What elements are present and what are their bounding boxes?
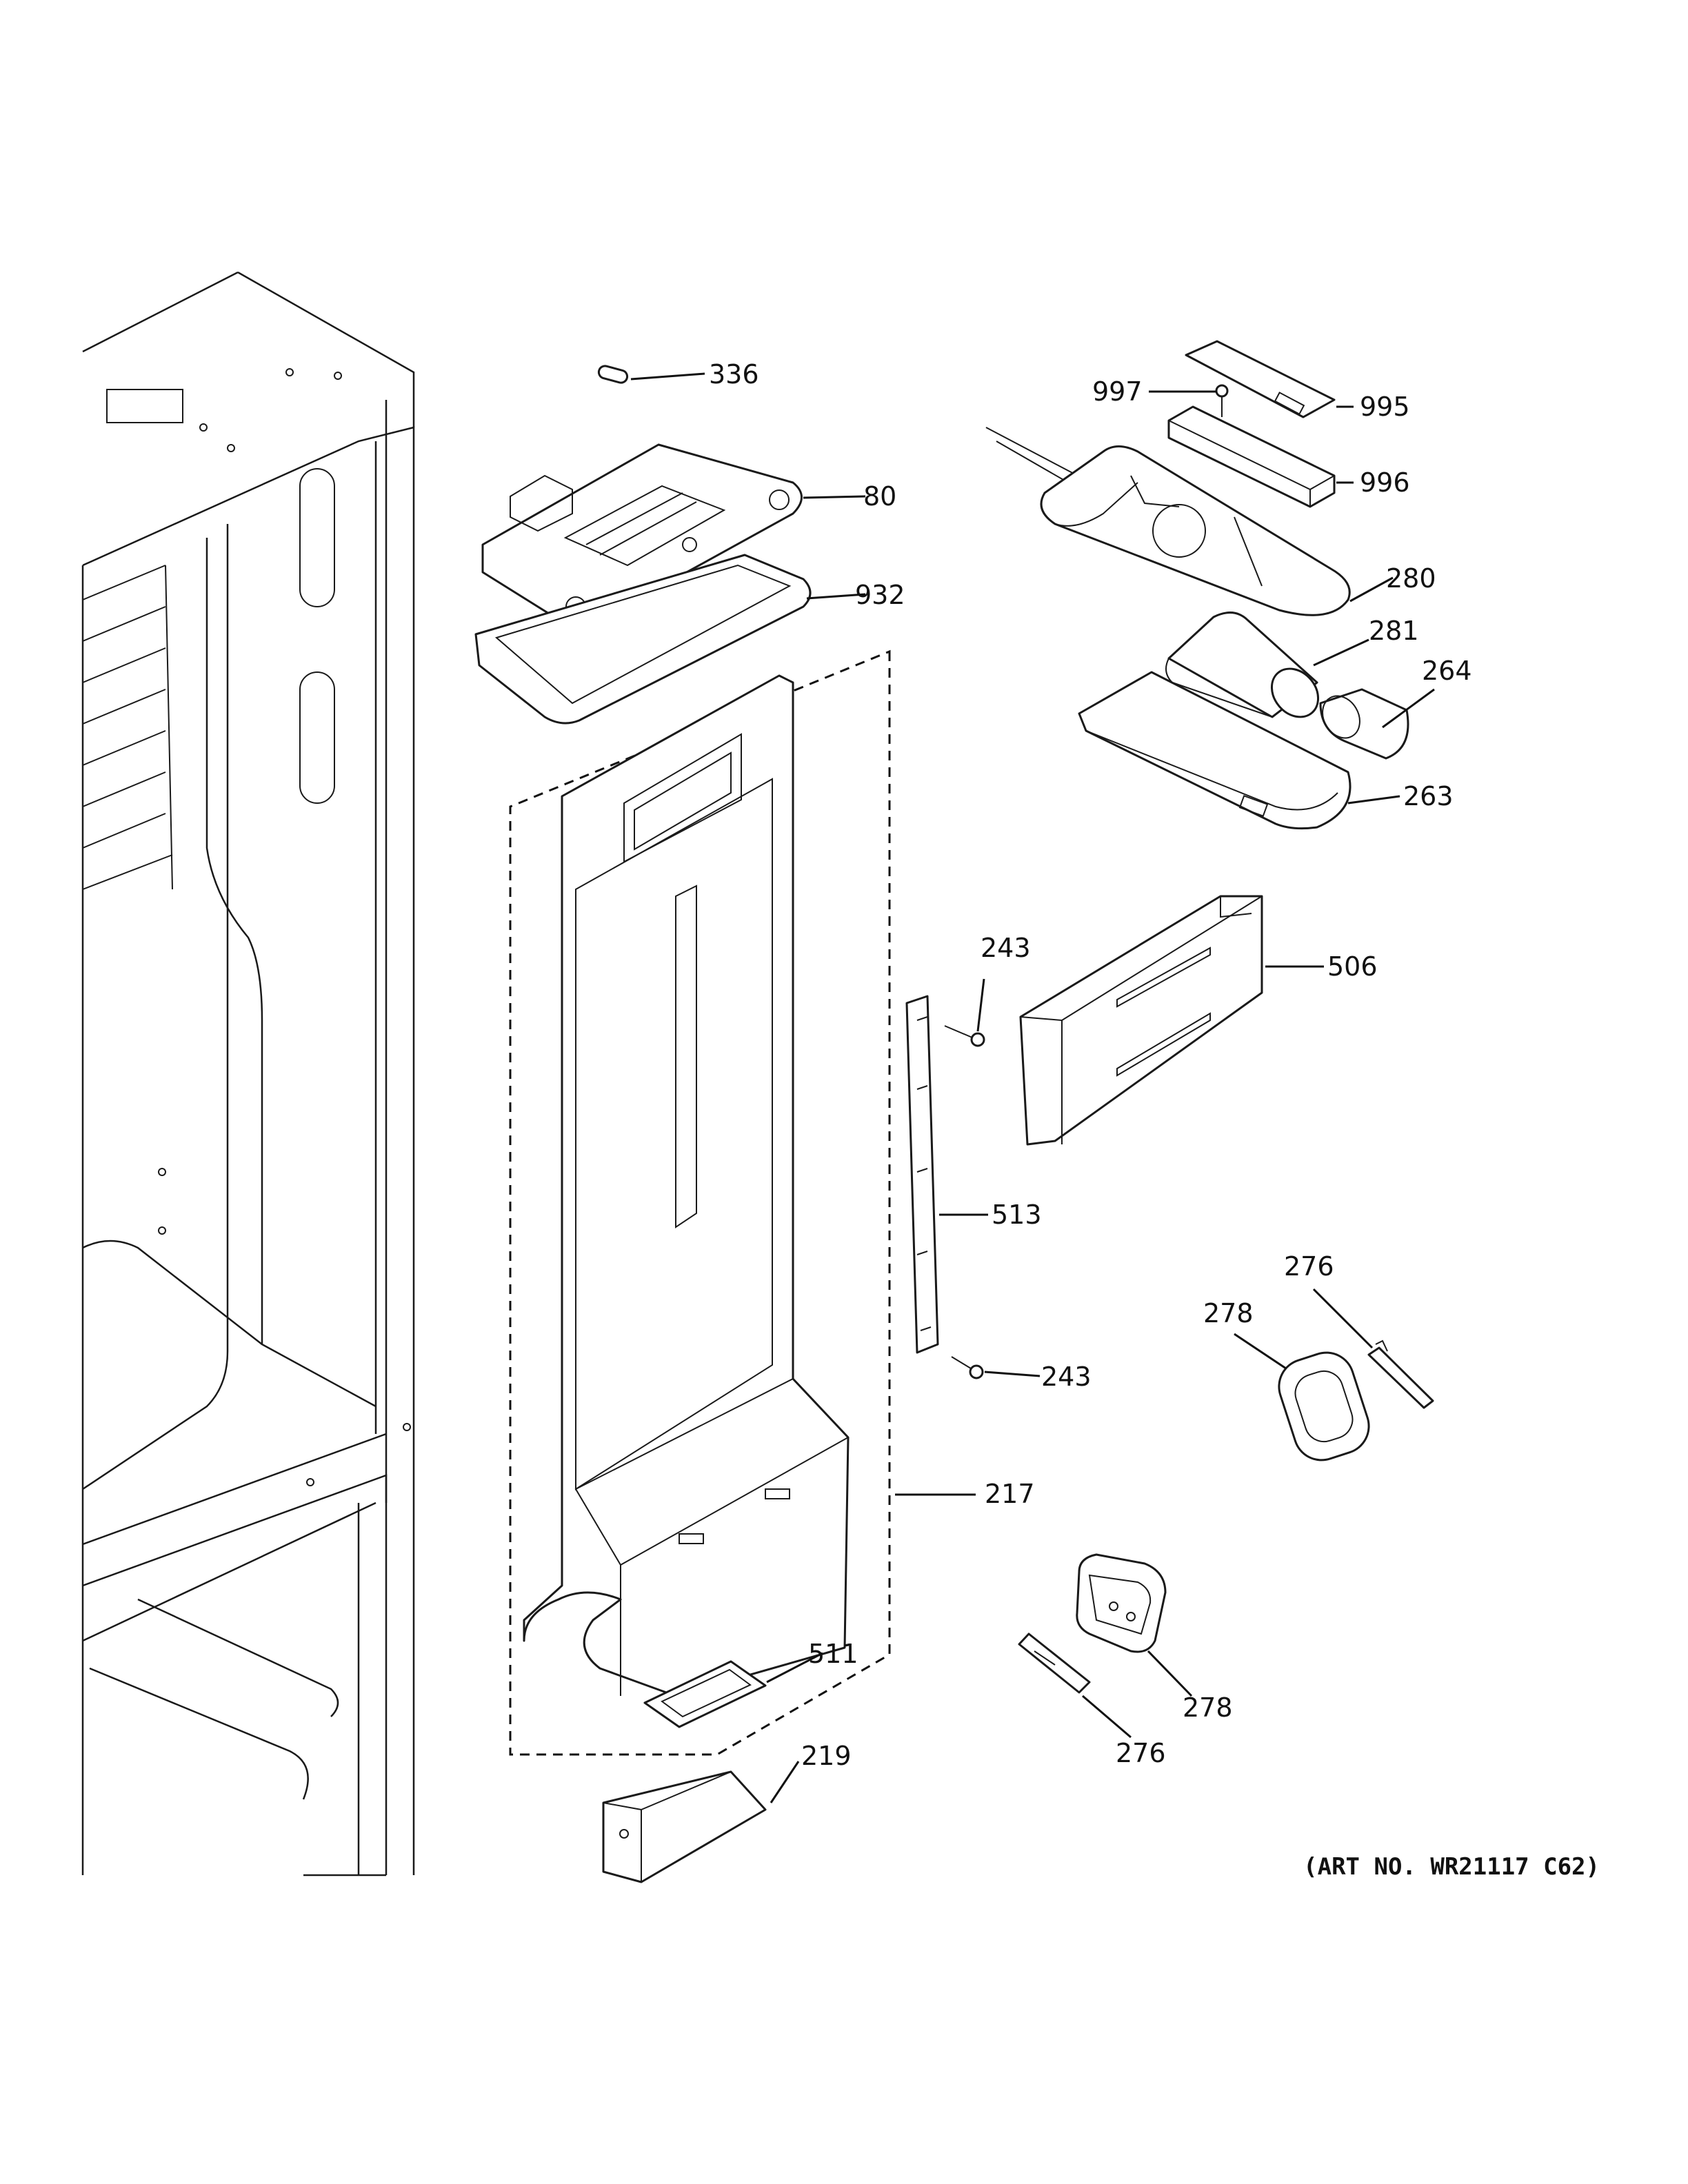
callout-276-upper: 276	[1284, 1251, 1334, 1282]
part-997-screw[interactable]	[1215, 384, 1229, 417]
part-506-bin[interactable]	[1019, 895, 1263, 1146]
part-336-pin[interactable]	[597, 365, 629, 384]
callout-511: 511	[808, 1639, 858, 1669]
part-513-strip[interactable]	[905, 995, 939, 1354]
leader-lines	[630, 372, 1435, 1803]
part-996-board-cover[interactable]	[1167, 405, 1336, 508]
callout-506: 506	[1327, 951, 1378, 982]
part-219-bracket[interactable]	[602, 1770, 767, 1883]
callout-243-lower: 243	[1041, 1362, 1092, 1392]
part-264-filter-cap[interactable]	[1315, 688, 1409, 760]
callout-219: 219	[801, 1741, 852, 1771]
callout-997: 997	[1092, 376, 1143, 407]
art-number: (ART NO. WR21117 C62)	[1303, 1853, 1600, 1881]
part-932-bezel[interactable]	[474, 554, 812, 725]
cabinet-assembly	[81, 271, 415, 1877]
part-276-switch-upper[interactable]	[1367, 1339, 1434, 1409]
callout-80: 80	[863, 481, 896, 512]
callout-513: 513	[992, 1200, 1042, 1230]
part-280-filter-housing[interactable]	[985, 427, 1351, 616]
part-263-filter-door[interactable]	[1078, 671, 1352, 830]
part-243-screw-upper[interactable]	[944, 1025, 985, 1047]
callout-932: 932	[855, 580, 905, 610]
callout-995: 995	[1360, 392, 1410, 422]
part-278-switch-housing-upper[interactable]	[1272, 1346, 1376, 1468]
part-276-switch-lower[interactable]	[1018, 1632, 1091, 1694]
part-217-door-liner-assembly[interactable]	[509, 649, 891, 1756]
callout-281: 281	[1369, 616, 1419, 646]
callout-243-upper: 243	[981, 933, 1031, 963]
part-511-pad[interactable]	[643, 1660, 767, 1728]
part-278-switch-housing-lower[interactable]	[1076, 1553, 1167, 1653]
callout-996: 996	[1360, 467, 1410, 498]
callout-264: 264	[1422, 656, 1472, 686]
part-281-filter-cartridge[interactable]	[1165, 611, 1327, 727]
callout-278-lower: 278	[1183, 1692, 1233, 1723]
callout-336: 336	[709, 359, 759, 390]
callout-278-upper: 278	[1203, 1298, 1254, 1328]
part-243-screw-lower[interactable]	[951, 1356, 984, 1379]
part-995-control-board[interactable]	[1185, 340, 1336, 418]
callout-276-lower: 276	[1116, 1738, 1166, 1768]
callout-217: 217	[985, 1479, 1035, 1509]
callout-280: 280	[1386, 563, 1436, 594]
callout-263: 263	[1403, 781, 1454, 811]
